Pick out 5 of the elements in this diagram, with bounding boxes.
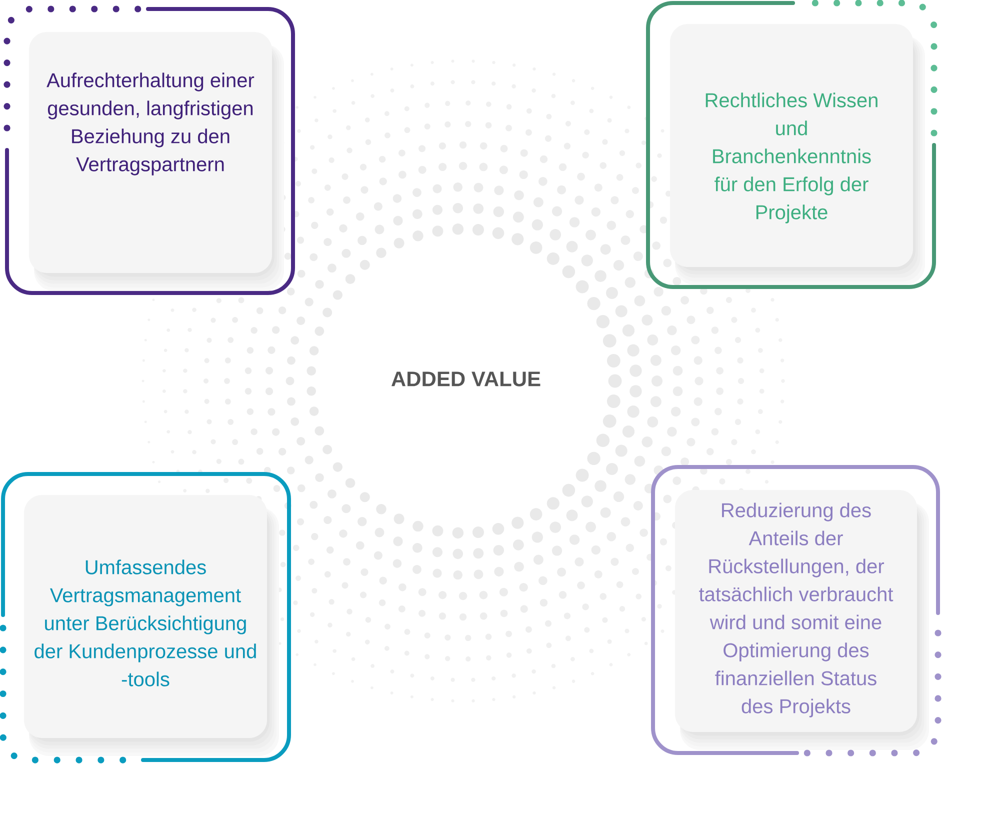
text-card: Rechtliches Wissen und Branchenkenntnis für den Erfolg der Projekte bbox=[670, 24, 913, 267]
text-card: Aufrechterhaltung einer gesunden, langfristigen Beziehung zu den Vertragspartnern bbox=[29, 32, 272, 273]
text-card: Reduzierung des Anteils der Rückstellungen, der tatsächlich verbraucht wird und somit eine Optimierung des finanziellen Status des Projekts bbox=[675, 490, 917, 732]
text-card: Umfassendes Vertragsmanagement unter Berücksichtigung der Kundenprozesse und -tools bbox=[24, 495, 267, 738]
center-label: ADDED VALUE bbox=[391, 372, 540, 386]
